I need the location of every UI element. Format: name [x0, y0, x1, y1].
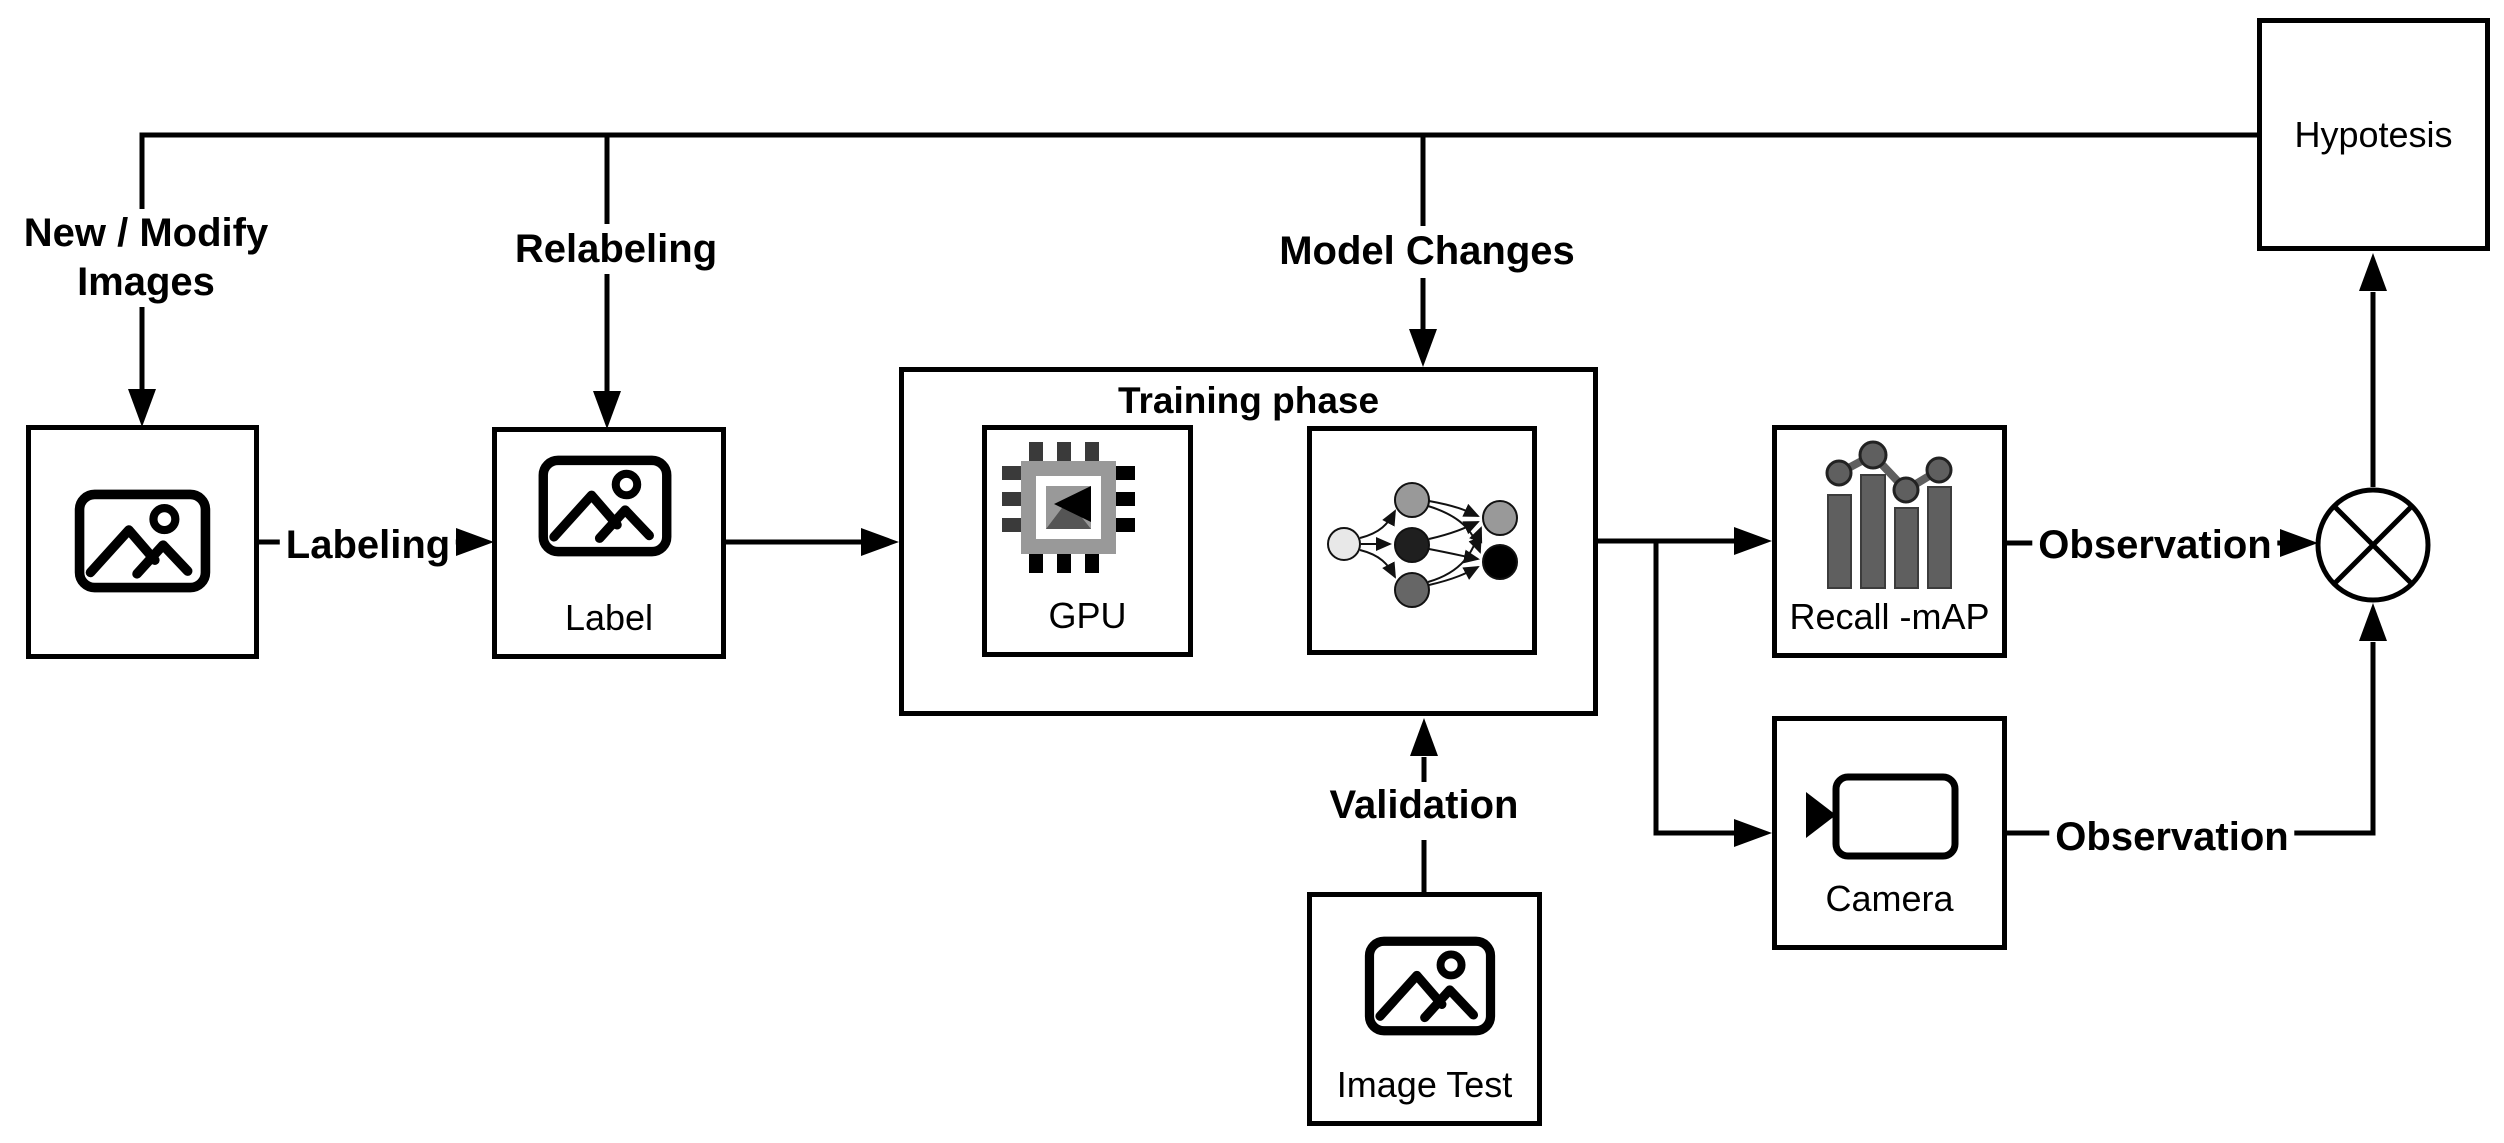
- arrowhead-into-camera: [1734, 819, 1772, 847]
- image-icon: [1364, 936, 1496, 1036]
- neural-network-box: [1307, 426, 1537, 655]
- recall-map-box: Recall -mAP: [1772, 425, 2007, 658]
- camera-observation-line: [2007, 642, 2376, 836]
- arrowhead-into-recall: [1734, 527, 1772, 555]
- label-box-caption: Label: [564, 597, 654, 638]
- image-icon: [74, 489, 211, 593]
- image-icon: [538, 455, 672, 557]
- image-test-box: Image Test: [1307, 892, 1542, 1126]
- arrowhead-model-changes: [1409, 329, 1437, 367]
- multiply-junction-icon: [2315, 487, 2431, 603]
- flow-label-model-changes: Model Changes: [1273, 228, 1581, 274]
- arrowhead-labeling: [456, 528, 494, 556]
- arrowhead-into-training: [861, 528, 899, 556]
- camera-box: Camera: [1772, 716, 2007, 950]
- gpu-caption: GPU: [1048, 595, 1127, 636]
- branch-to-camera-line: [1653, 541, 1735, 836]
- hypothesis-caption: Hypotesis: [2294, 113, 2453, 155]
- flow-label-new-modify-images: New / Modify Images: [17, 209, 275, 307]
- label-box: Label: [492, 427, 726, 659]
- camera-caption: Camera: [1825, 878, 1954, 919]
- video-camera-icon: [1806, 773, 1959, 860]
- flow-label-line1: New / Modify: [23, 211, 269, 255]
- gpu-box: GPU: [982, 425, 1193, 657]
- neural-network-icon: [1327, 482, 1518, 608]
- arrowhead-into-hypothesis: [2359, 253, 2387, 291]
- flow-label-validation: Validation: [1323, 782, 1525, 828]
- flow-label-observation-camera: Observation: [2049, 814, 2295, 860]
- chip-icon: [1002, 442, 1135, 573]
- flow-label-observation-recall: Observation: [2032, 522, 2278, 568]
- flow-label-relabeling: Relabeling: [508, 226, 724, 272]
- recall-map-caption: Recall -mAP: [1789, 596, 1990, 637]
- flow-label-line2: Images: [77, 260, 215, 304]
- arrowhead-into-images-box: [128, 389, 156, 427]
- arrowhead-into-label-box: [593, 391, 621, 429]
- arrowhead-validation: [1410, 718, 1438, 756]
- arrowhead-into-junction-left: [2280, 529, 2318, 557]
- training-phase-title: Training phase: [1117, 380, 1380, 421]
- arrowhead-into-junction-bottom: [2359, 603, 2387, 641]
- training-phase-box: Training phase: [899, 367, 1598, 716]
- hypothesis-box: Hypotesis: [2257, 18, 2490, 251]
- flow-label-labeling: Labeling: [279, 522, 457, 568]
- feedback-line: [139, 132, 2257, 209]
- images-box: [26, 425, 259, 659]
- image-test-caption: Image Test: [1336, 1064, 1513, 1105]
- bar-chart-icon: [1825, 440, 1953, 589]
